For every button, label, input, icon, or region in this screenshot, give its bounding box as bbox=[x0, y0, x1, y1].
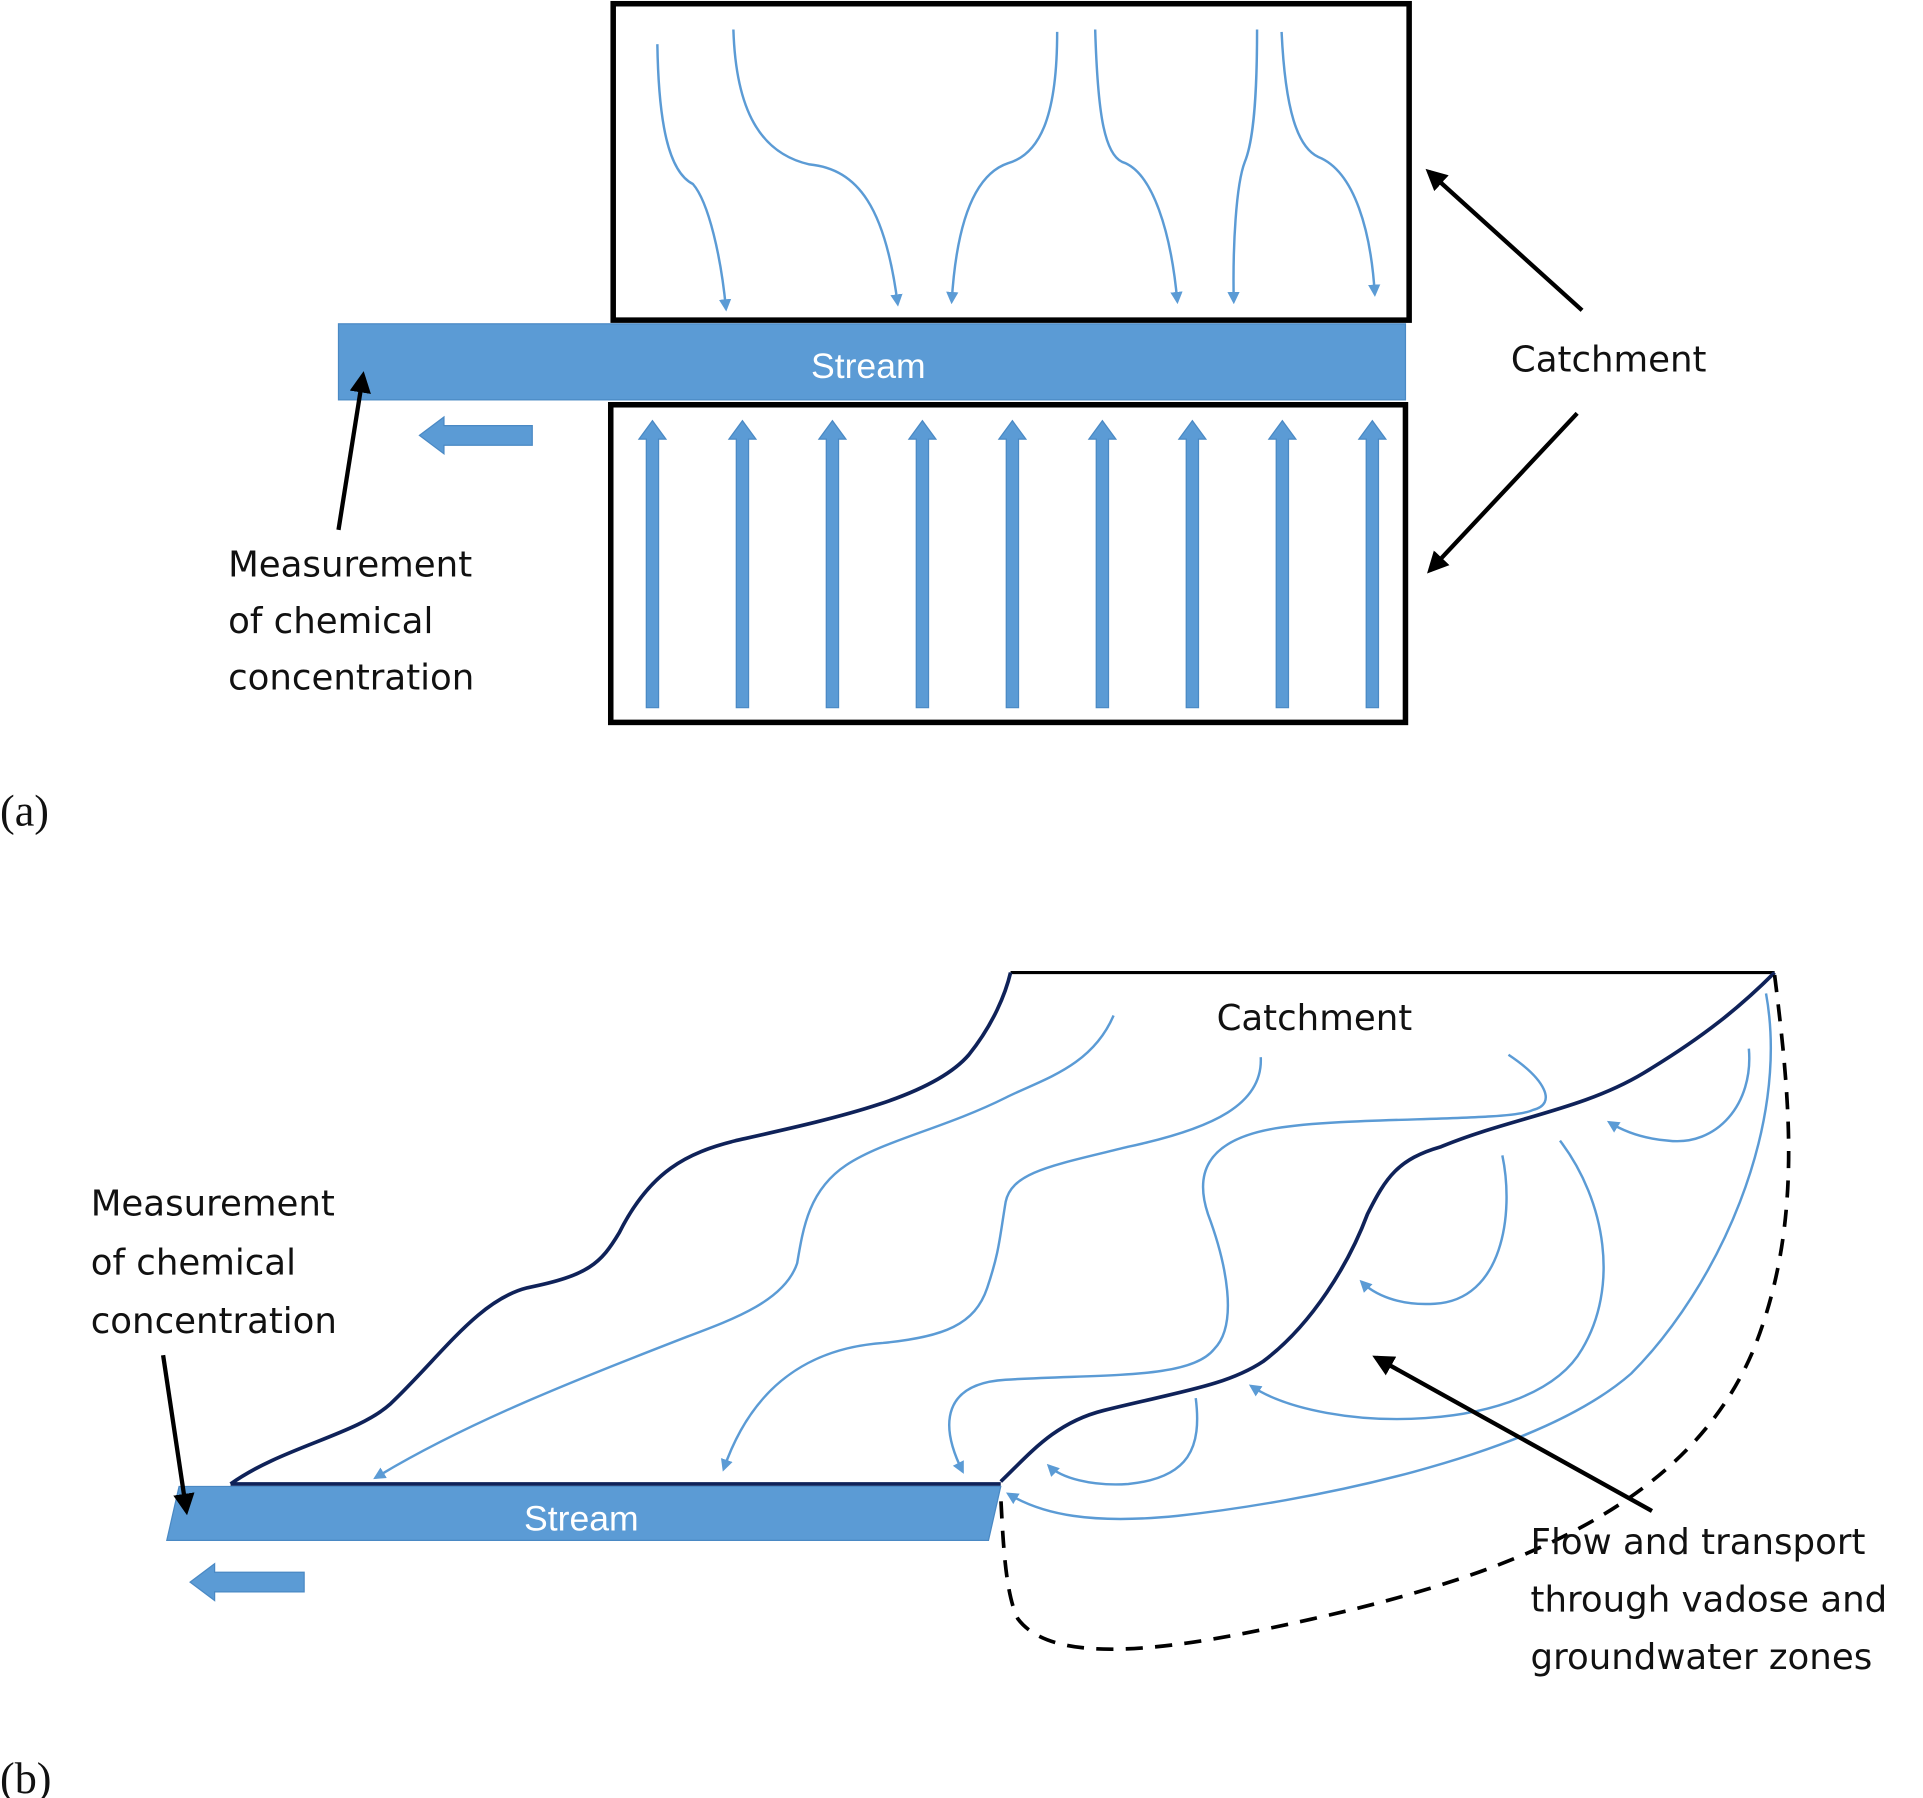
upward-flow-arrow bbox=[907, 419, 938, 709]
panel-b: Stream Catchment Measurement of chemical… bbox=[0, 971, 1899, 1798]
stream-bar bbox=[337, 323, 1407, 401]
subsurface-boundary-dashed bbox=[998, 974, 1791, 1652]
left-ridge-line bbox=[229, 972, 1013, 1486]
outflow-arrow-icon-b bbox=[189, 1562, 305, 1602]
flow-arrow bbox=[1606, 1048, 1751, 1143]
lower-flow-arrows bbox=[637, 419, 1388, 709]
panel-label-a: (a) bbox=[0, 786, 49, 835]
catchment-pointer-upper bbox=[1425, 168, 1584, 312]
flow-arrow bbox=[1248, 1139, 1605, 1421]
flow-arrow bbox=[656, 44, 732, 312]
lower-catchment-box bbox=[607, 402, 1409, 726]
upward-flow-arrow bbox=[1087, 419, 1118, 709]
flow-arrow bbox=[1280, 31, 1381, 297]
flow-arrow bbox=[1359, 1155, 1508, 1306]
upward-flow-arrow bbox=[1177, 419, 1208, 709]
flow-arrow bbox=[720, 1057, 1262, 1472]
flow-arrow bbox=[948, 1053, 1547, 1474]
subsurface-label: Flow and transport through vadose and gr… bbox=[1531, 1522, 1899, 1678]
outflow-arrow-icon bbox=[418, 415, 533, 456]
upward-flow-arrow bbox=[817, 419, 848, 709]
stream-label-b: Stream bbox=[524, 1499, 639, 1539]
catchment-label-b: Catchment bbox=[1217, 998, 1413, 1039]
catchment-label: Catchment bbox=[1511, 340, 1707, 381]
stream-bar-b bbox=[166, 1485, 1002, 1542]
flow-arrow bbox=[373, 1015, 1115, 1480]
flow-arrow bbox=[1227, 29, 1259, 305]
upward-flow-arrow bbox=[997, 419, 1028, 709]
subsurface-pointer-arrow bbox=[1372, 1355, 1654, 1513]
measurement-pointer-arrow-b bbox=[160, 1354, 195, 1516]
measurement-label: Measurement of chemical concentration bbox=[228, 544, 483, 698]
flow-arrow bbox=[732, 29, 903, 307]
flow-arrow bbox=[946, 31, 1059, 305]
upward-flow-arrow bbox=[1357, 419, 1388, 709]
stream-label: Stream bbox=[811, 346, 926, 386]
upper-catchment-box bbox=[610, 0, 1412, 323]
flow-arrow bbox=[1046, 1397, 1199, 1486]
upper-flow-arrows bbox=[656, 29, 1381, 312]
panel-label-b: (b) bbox=[0, 1754, 51, 1798]
panel-a: Stream Measurement of chemical concentra… bbox=[0, 0, 1707, 835]
upward-flow-arrow bbox=[727, 419, 758, 709]
catchment-pointer-lower bbox=[1427, 411, 1579, 574]
flow-arrow bbox=[1093, 29, 1183, 305]
flow-arrow bbox=[1006, 993, 1773, 1521]
upward-flow-arrow bbox=[637, 419, 668, 709]
measurement-pointer-arrow bbox=[336, 371, 371, 531]
measurement-label-b: Measurement of chemical concentration bbox=[91, 1183, 346, 1342]
catchment-flow-lines bbox=[373, 993, 1773, 1521]
upward-flow-arrow bbox=[1267, 419, 1298, 709]
right-ridge-line bbox=[999, 971, 1776, 1483]
